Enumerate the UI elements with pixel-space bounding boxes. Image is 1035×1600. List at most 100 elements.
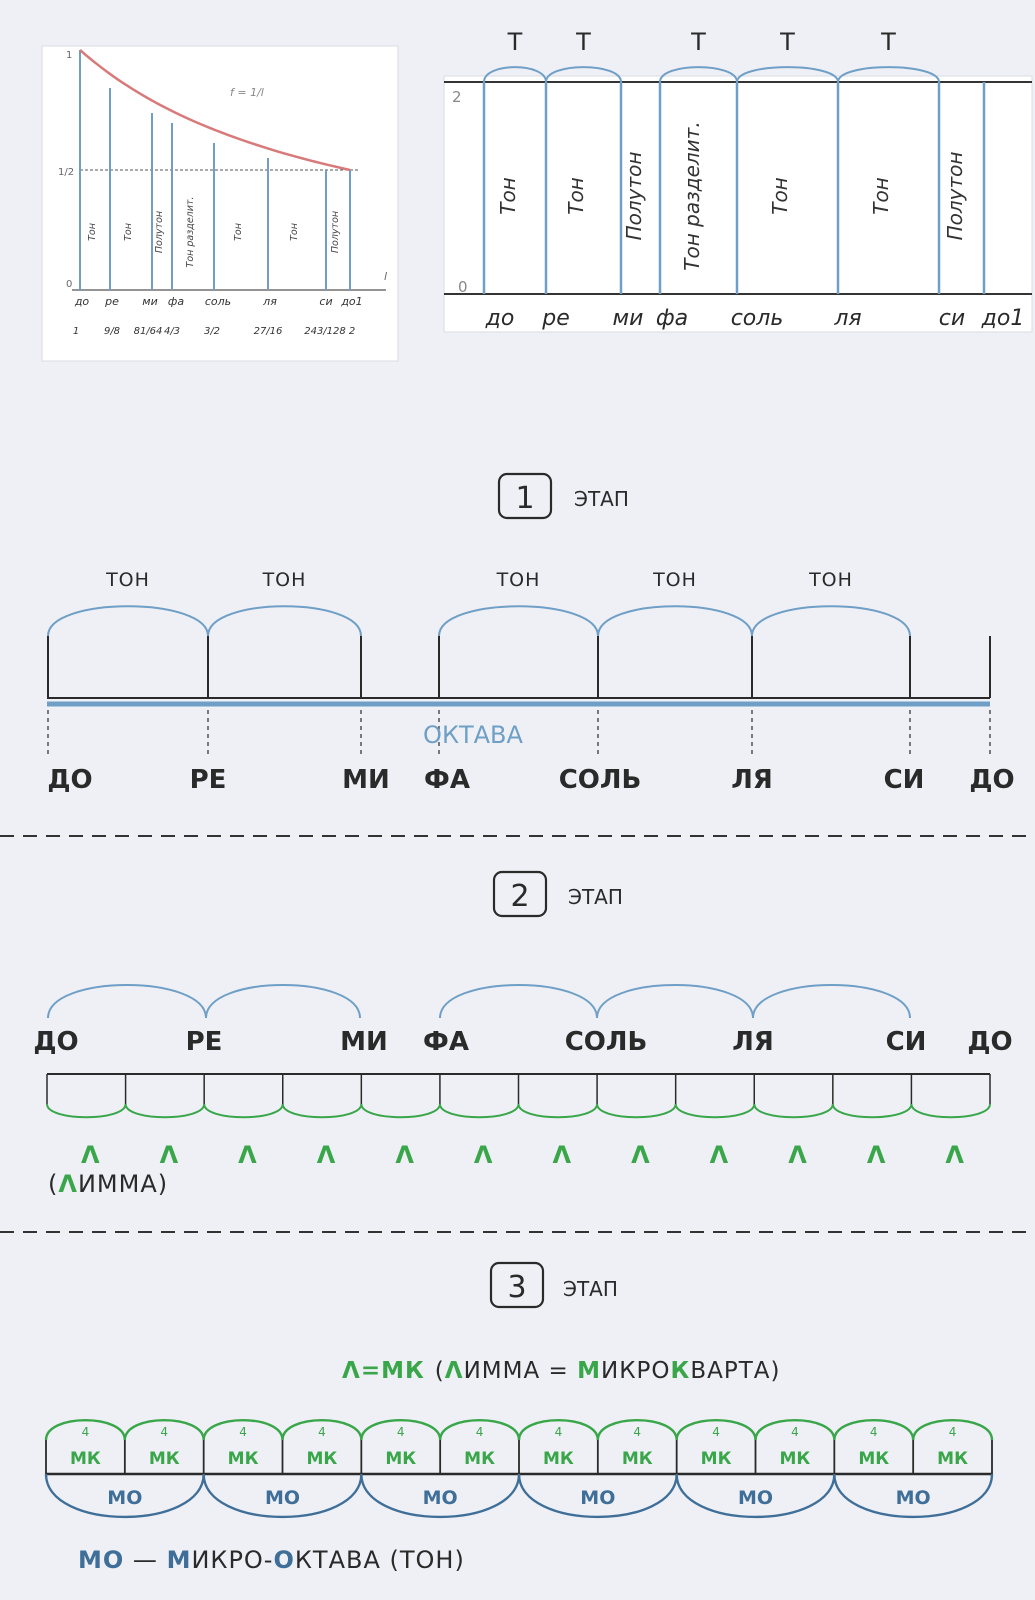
stage-3-title: ЭТАП <box>563 1277 618 1301</box>
s2-limma-arc <box>281 1103 363 1119</box>
s2-note-label: СОЛЬ <box>565 1027 648 1057</box>
small-x-axis-label: l <box>384 270 387 283</box>
s3-mk-arc <box>596 1419 678 1441</box>
s2-note-label: ДО <box>33 1027 78 1057</box>
small-y-top-label: 1 <box>66 50 72 61</box>
s1-note-label: РЕ <box>190 765 227 795</box>
small-ratio-label: 3/2 <box>204 326 220 337</box>
large-note-label: си <box>939 306 965 331</box>
s3-mk-arc <box>44 1419 127 1441</box>
s3-mk-arc <box>675 1419 757 1441</box>
s3-mk-number: 4 <box>476 1425 484 1439</box>
small-note-label: фа <box>168 295 184 308</box>
s3-mk-label: МК <box>149 1449 180 1469</box>
small-interval-label: Тон <box>289 223 300 241</box>
s3-mo-label: МО <box>738 1487 773 1509</box>
s3-mo-arc <box>517 1473 678 1518</box>
stage-2-title: ЭТАП <box>568 885 623 909</box>
s3-mk-number: 4 <box>633 1425 641 1439</box>
s3-mk-label: МК <box>70 1449 101 1469</box>
s3-mk-label: МК <box>701 1449 732 1469</box>
s1-note-label: СОЛЬ <box>559 765 642 795</box>
small-curve-label: f = 1/l <box>230 86 264 99</box>
s3-mk-number: 4 <box>555 1425 563 1439</box>
s1-tone-arc <box>207 605 362 637</box>
stage-1-number: 1 <box>515 481 534 516</box>
s1-tone-arc <box>597 605 753 637</box>
s1-tone-label: ТОН <box>652 569 697 591</box>
large-tone-arc <box>483 66 547 83</box>
s2-tone-arc <box>47 984 207 1019</box>
s3-mk-number: 4 <box>318 1425 326 1439</box>
s3-mo-arc <box>675 1473 836 1518</box>
large-interval-label: Тон разделит. <box>680 121 704 270</box>
s2-limma-symbol: Λ <box>317 1141 336 1169</box>
small-ratio-label: 4/3 <box>164 326 180 337</box>
s3-mk-number: 4 <box>791 1425 799 1439</box>
small-interval-label: Полутон <box>330 211 341 253</box>
limma-caption: (ΛИММА) <box>48 1170 168 1198</box>
small-note-label: ре <box>104 295 119 308</box>
s1-note-label: МИ <box>342 765 390 795</box>
stage-3-number: 3 <box>507 1270 526 1305</box>
s3-mk-arc <box>754 1419 836 1441</box>
s2-tone-arc <box>439 984 598 1019</box>
s2-note-label: ДО <box>967 1027 1012 1057</box>
s3-mk-number: 4 <box>239 1425 247 1439</box>
large-y-zero-label: 0 <box>458 278 468 296</box>
s2-limma-arc <box>596 1103 677 1119</box>
small-note-label: до1 <box>340 295 362 308</box>
large-note-label: фа <box>656 306 688 331</box>
large-note-label: соль <box>731 306 784 331</box>
s2-limma-arc <box>203 1103 284 1119</box>
large-tone-arc-label: Т <box>880 28 896 56</box>
s2-note-label: ФА <box>423 1027 469 1057</box>
large-interval-label: Тон <box>869 177 893 215</box>
s2-note-label: РЕ <box>186 1027 223 1057</box>
large-tone-arc-label: Т <box>779 28 795 56</box>
s3-mo-arc <box>202 1473 363 1518</box>
small-interval-label: Тон <box>123 223 134 241</box>
s3-mo-arc <box>833 1473 994 1518</box>
s2-limma-symbol: Λ <box>474 1141 493 1169</box>
s1-tone-arc <box>438 605 599 637</box>
s1-tone-arc <box>47 605 209 637</box>
large-y-top-label: 2 <box>452 88 462 106</box>
limma-equation: Λ=МК(ΛИММА = МИКРОКВАРТА) <box>342 1358 780 1384</box>
large-tone-arc <box>545 66 622 83</box>
stage-1-title: ЭТАП <box>574 487 629 511</box>
s2-limma-symbol: Λ <box>238 1141 257 1169</box>
large-tone-arc <box>659 66 738 83</box>
large-tone-arc-label: Т <box>575 28 591 56</box>
small-interval-label: Тон <box>233 223 244 241</box>
s2-limma-arc <box>831 1103 913 1119</box>
s3-mk-number: 4 <box>870 1425 878 1439</box>
s3-mk-number: 4 <box>160 1425 168 1439</box>
large-interval-label: Тон <box>564 177 588 215</box>
large-tone-arc <box>837 66 940 83</box>
s2-limma-arc <box>438 1103 520 1119</box>
mo-legend: МО — МИКРО-ОКТАВА (ТОН) <box>78 1546 465 1574</box>
small-ratio-label: 243/128 <box>304 326 346 337</box>
s3-mo-arc <box>360 1473 521 1518</box>
s3-mo-label: МО <box>107 1487 142 1509</box>
large-tone-arc <box>736 66 839 83</box>
small-ratio-label: 27/16 <box>254 326 283 337</box>
small-ratio-label: 2 <box>349 326 355 337</box>
s3-mk-arc <box>360 1419 442 1441</box>
small-interval-label: Полутон <box>154 211 165 253</box>
s1-note-label: ФА <box>424 765 470 795</box>
s3-mk-arc <box>202 1419 284 1441</box>
s1-note-label: ДО <box>47 765 92 795</box>
small-interval-label: Тон разделит. <box>185 197 196 268</box>
s1-note-label: ЛЯ <box>731 765 773 795</box>
s2-note-label: МИ <box>340 1027 388 1057</box>
s3-mo-arc <box>44 1473 205 1518</box>
s1-note-label: ДО <box>969 765 1014 795</box>
s3-mo-label: МО <box>265 1487 300 1509</box>
s3-mk-number: 4 <box>82 1425 90 1439</box>
s3-mk-arc <box>281 1419 363 1441</box>
